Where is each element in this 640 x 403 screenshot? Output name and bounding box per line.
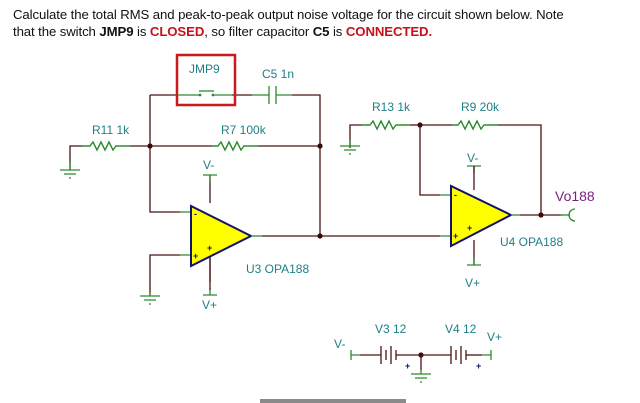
v3-vminus-label: V- xyxy=(334,337,345,351)
r11-resistor[interactable]: R11 1k xyxy=(69,123,150,170)
junction-node xyxy=(317,233,323,239)
question-line-1: Calculate the total RMS and peak-to-peak… xyxy=(13,7,564,22)
output-label: Vo188 xyxy=(555,188,595,204)
junction-node xyxy=(147,143,153,149)
u4-vminus-label: V- xyxy=(467,151,478,165)
svg-text:+: + xyxy=(453,231,458,241)
v4-label: V4 12 xyxy=(445,322,477,336)
jmp9-highlight-box xyxy=(175,53,237,107)
question-text: Calculate the total RMS and peak-to-peak… xyxy=(13,6,633,40)
u3-vplus-label: V+ xyxy=(202,298,217,312)
junction-node xyxy=(317,143,323,149)
junction-node xyxy=(538,212,544,218)
jmp9-label: JMP9 xyxy=(189,62,220,76)
closed-status: CLOSED xyxy=(149,24,205,39)
u3-vminus-label: V- xyxy=(203,158,214,172)
v4-vplus-label: V+ xyxy=(487,330,502,344)
jmp9-switch[interactable]: JMP9 xyxy=(175,53,237,107)
connected-status: CONNECTED. xyxy=(345,24,433,39)
c5-ref: C5 xyxy=(312,24,330,39)
svg-text:-: - xyxy=(194,209,197,219)
r13-label: R13 1k xyxy=(372,100,411,114)
u4-inv-wire xyxy=(419,125,440,196)
v4-battery[interactable]: + V4 12 V+ xyxy=(421,322,502,371)
svg-text:+: + xyxy=(193,251,198,261)
v3-label: V3 12 xyxy=(375,322,407,336)
c5-label: C5 1n xyxy=(262,67,294,81)
horizontal-scrollbar[interactable] xyxy=(260,399,406,403)
r7-label: R7 100k xyxy=(221,123,267,137)
svg-text:+: + xyxy=(207,243,212,253)
output-terminal[interactable]: Vo188 xyxy=(555,188,595,222)
ground-symbol xyxy=(60,162,80,179)
svg-text:+: + xyxy=(405,361,410,371)
r13-resistor[interactable]: R13 1k xyxy=(349,100,420,148)
u4-opamp[interactable]: V- V+ - + + U4 OPA188 xyxy=(440,151,563,290)
u3-label: U3 OPA188 xyxy=(246,262,309,276)
svg-text:-: - xyxy=(454,190,457,200)
svg-text:+: + xyxy=(467,223,472,233)
r9-label: R9 20k xyxy=(461,100,500,114)
jmp9-ref: JMP9 xyxy=(99,24,134,39)
r9-resistor[interactable]: R9 20k xyxy=(420,100,542,215)
c5-capacitor[interactable]: C5 1n xyxy=(252,67,294,104)
feedback-loop-wires xyxy=(149,94,321,236)
ground-symbol xyxy=(411,355,431,383)
svg-text:+: + xyxy=(476,361,481,371)
r7-resistor[interactable]: R7 100k xyxy=(150,123,320,152)
v3-battery[interactable]: V- + V3 12 xyxy=(334,322,421,371)
question-line-2: that the switch JMP9 is CLOSED, so filte… xyxy=(13,24,433,39)
ground-symbol xyxy=(340,140,360,155)
u3-opamp[interactable]: V- V+ - + + U3 OPA188 xyxy=(180,158,309,312)
u4-label: U4 OPA188 xyxy=(500,235,563,249)
u4-vplus-label: V+ xyxy=(465,276,480,290)
r11-label: R11 1k xyxy=(92,123,130,137)
u3-noninv-ground xyxy=(140,254,180,305)
